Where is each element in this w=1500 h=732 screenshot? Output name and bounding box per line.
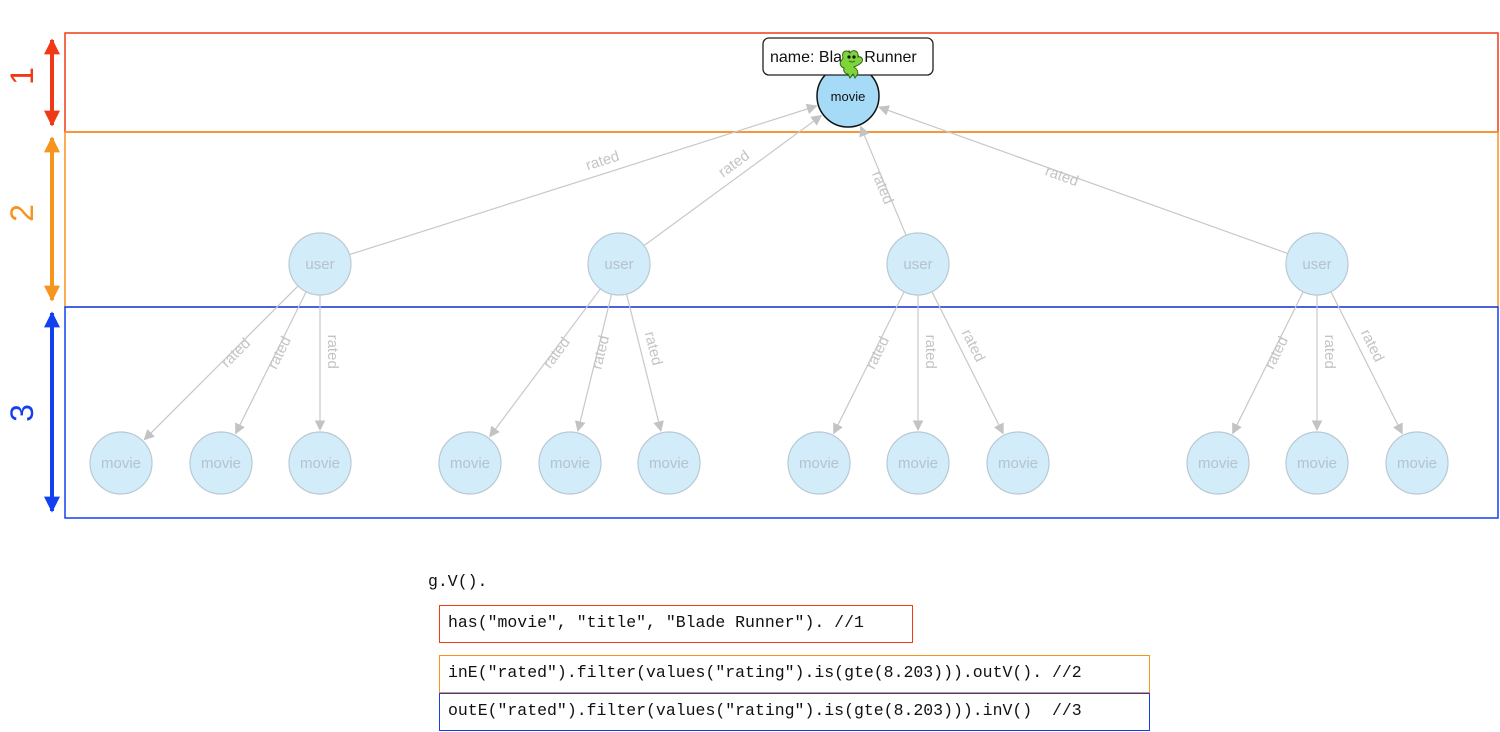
movie-node-label: movie	[1198, 455, 1238, 472]
user-to-root-edge	[349, 103, 818, 256]
movie-node-label: movie	[450, 455, 490, 472]
user-to-movie-edge	[1232, 291, 1304, 435]
edge-label: rated	[1321, 335, 1338, 369]
code-line-step-3: outE("rated").filter(values("rating").is…	[439, 693, 1150, 731]
movie-node[interactable]: movie	[89, 431, 153, 495]
step-2-number: 2	[4, 204, 40, 222]
movie-node[interactable]: movie	[438, 431, 502, 495]
user-to-movie-edge	[833, 291, 905, 435]
edge-label: rated	[641, 330, 666, 367]
code-head: g.V().	[428, 572, 488, 591]
movie-node[interactable]: movie	[1186, 431, 1250, 495]
movie-node-label: movie	[799, 455, 839, 472]
step-1-number: 1	[4, 67, 40, 85]
movie-node[interactable]: movie	[288, 431, 352, 495]
edge-label: rated	[540, 334, 574, 372]
user-to-movie-edge	[931, 291, 1004, 435]
user-to-movie-edge	[489, 288, 601, 438]
movie-node-label: movie	[649, 455, 689, 472]
user-node-label: user	[305, 256, 334, 273]
user-to-root-edge	[643, 114, 823, 247]
movie-node-label: movie	[101, 455, 141, 472]
movie-node-label: movie	[898, 455, 938, 472]
user-node[interactable]: user	[288, 232, 352, 296]
movie-node[interactable]: movie	[189, 431, 253, 495]
user-node-label: user	[604, 256, 633, 273]
user-to-movie-edge	[625, 293, 664, 433]
movie-node[interactable]: movie	[986, 431, 1050, 495]
edge-labels-layer: rated rated rated rated rated rated rated rated…	[218, 147, 1387, 372]
movie-node-label: movie	[300, 455, 340, 472]
edge-label: rated	[868, 169, 897, 207]
movie-node[interactable]: movie	[538, 431, 602, 495]
edge-label: rated	[324, 335, 341, 369]
user-node[interactable]: user	[886, 232, 950, 296]
movie-node[interactable]: movie	[1385, 431, 1449, 495]
edge-label: rated	[922, 335, 939, 369]
edge-label: rated	[1261, 334, 1291, 372]
code-line-step-1: has("movie", "title", "Blade Runner"). /…	[439, 605, 913, 643]
user-to-movie-edge	[574, 293, 613, 433]
edge-label: rated	[862, 334, 892, 372]
step-3-region	[64, 306, 1499, 519]
user-node[interactable]: user	[1285, 232, 1349, 296]
movie-node-label: movie	[1297, 455, 1337, 472]
edges-layer	[143, 103, 1403, 441]
root-movie-label: movie	[831, 89, 866, 104]
code-line-step-2: inE("rated").filter(values("rating").is(…	[439, 655, 1150, 693]
user-node[interactable]: user	[587, 232, 651, 296]
gremlin-mascot-icon	[839, 50, 863, 79]
user-to-root-edge	[859, 125, 907, 236]
edge-label: rated	[1357, 327, 1388, 365]
movie-node[interactable]: movie	[1285, 431, 1349, 495]
root-movie-node[interactable]: movie	[816, 64, 880, 128]
movie-node-label: movie	[550, 455, 590, 472]
edge-label: rated	[588, 334, 613, 371]
user-node-label: user	[1302, 256, 1331, 273]
user-to-root-edge	[878, 105, 1289, 255]
movie-node-label: movie	[1397, 455, 1437, 472]
user-to-movie-edge	[235, 291, 307, 435]
movie-node[interactable]: movie	[886, 431, 950, 495]
step-2-region	[64, 131, 1499, 308]
movie-node-label: movie	[998, 455, 1038, 472]
movie-node[interactable]: movie	[787, 431, 851, 495]
user-to-movie-edge	[1330, 291, 1403, 435]
edge-label: rated	[218, 335, 254, 371]
step-3-number: 3	[4, 404, 40, 422]
movie-node-label: movie	[201, 455, 241, 472]
edge-label: rated	[958, 327, 989, 365]
edge-label: rated	[1043, 163, 1081, 191]
user-to-movie-edge	[143, 285, 299, 441]
nodes-layer: user movie movie movie user movie movie movie us…	[89, 232, 1449, 495]
user-node-label: user	[903, 256, 932, 273]
movie-node[interactable]: movie	[637, 431, 701, 495]
edge-label: rated	[715, 147, 753, 181]
edge-label: rated	[264, 334, 294, 372]
